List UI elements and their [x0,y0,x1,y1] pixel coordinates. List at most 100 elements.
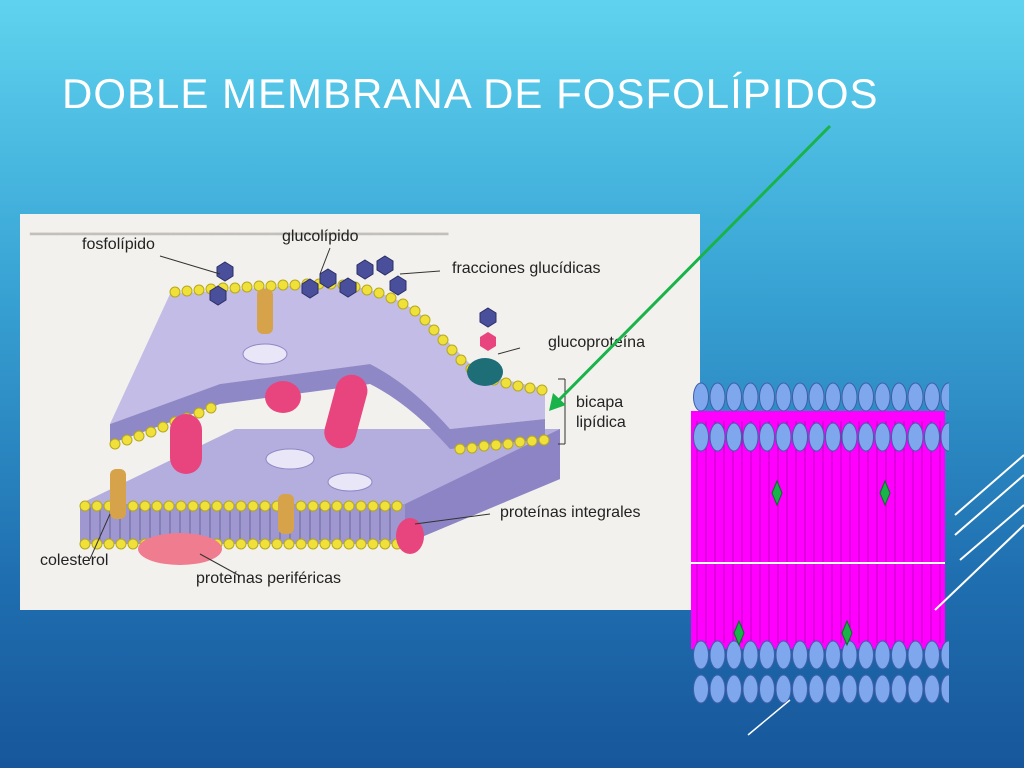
head-group [792,422,808,452]
head-group [907,674,924,704]
label-sugar-fractions: fracciones glucídicas [452,260,601,277]
integral-protein [324,374,368,449]
head-group [907,422,924,452]
background-text-line: ▁▁▁▁▁▁▁▁▁▁▁▁▁▁▁▁▁▁▁▁▁▁▁▁▁▁▁▁▁▁▁▁ [30,216,449,235]
slide-title: DOBLE MEMBRANA DE FOSFOLÍPIDOS [62,70,879,117]
head-group [891,422,907,452]
cholesterol [257,289,273,334]
head-group [693,422,709,452]
integral-protein [396,518,424,554]
label-glycoprotein: glucoproteína [548,334,645,351]
upper-membrane-sheet [110,284,545,429]
head-group [924,674,940,704]
head-group [858,640,874,670]
cholesterol [278,494,294,534]
head-group [775,382,792,412]
head-group [808,382,825,412]
head-group [726,382,742,412]
integral-protein [265,381,301,413]
lower-membrane-side [80,504,405,544]
head-group [874,422,891,452]
head-group [940,422,949,452]
head-group [858,674,874,704]
head-group [924,382,940,412]
glycoprotein-sugar [480,332,496,351]
head-group [907,640,924,670]
head-group [924,640,940,670]
head-group [759,422,775,452]
head-group [775,674,792,704]
head-group [874,674,891,704]
head-group [841,422,858,452]
head-group [709,382,726,412]
sugar-chains [209,255,497,328]
head-group [742,640,759,670]
head-group [709,422,726,452]
label-phospholipid: fosfolípido [82,236,155,253]
label-cholesterol: colesterol [40,552,109,569]
head-group [808,674,825,704]
head-group [841,640,858,670]
accent-marker [733,619,745,647]
head-group [891,382,907,412]
glycoprotein-body [467,358,503,386]
head-group [841,382,858,412]
head-group [759,640,775,670]
head-group [874,640,891,670]
lower-membrane-front [405,429,560,544]
head-group [709,674,726,704]
head-group [825,382,841,412]
membrane-pore [327,472,373,492]
label-bilayer-1: bicapa [576,394,624,411]
label-integral-proteins: proteínas integrales [500,504,641,521]
head-group [693,674,709,704]
head-group [726,422,742,452]
head-group [874,382,891,412]
cholesterol [110,469,126,519]
membrane-figure: ▁▁▁▁▁▁▁▁▁▁▁▁▁▁▁▁▁▁▁▁▁▁▁▁▁▁▁▁▁▁▁▁ [20,214,700,610]
accent-marker [841,619,853,647]
head-group [940,674,949,704]
head-group [742,422,759,452]
head-group [742,674,759,704]
head-group [891,640,907,670]
head-group [775,640,792,670]
head-group [825,422,841,452]
accent-marker [771,479,783,507]
head-group [858,422,874,452]
label-peripheral-proteins: proteínas periféricas [196,570,341,587]
head-group [693,382,709,412]
lipid-bilayer-panel [691,382,949,704]
head-group [726,674,742,704]
head-group [759,674,775,704]
accent-marker [879,479,891,507]
membrane-pore [242,343,288,365]
head-group [792,674,808,704]
membrane-pore [265,448,315,470]
head-group [742,382,759,412]
head-group [693,640,709,670]
head-group [825,674,841,704]
integral-protein [170,414,202,474]
head-group [907,382,924,412]
membrane-illustration [79,247,566,577]
head-group [808,640,825,670]
head-group [924,422,940,452]
head-group [858,382,874,412]
head-group [808,422,825,452]
head-group [825,640,841,670]
head-group [792,640,808,670]
lower-tails [89,506,391,540]
head-group [891,674,907,704]
head-group [841,674,858,704]
upper-membrane-edge [110,364,545,449]
head-group [726,640,742,670]
head-group [775,422,792,452]
head-group [940,382,949,412]
head-group [940,640,949,670]
label-bilayer-2: lipídica [576,414,626,431]
label-glycolipid: glucolípido [282,228,359,245]
peripheral-protein [138,533,222,565]
head-group [759,382,775,412]
head-group [709,640,726,670]
